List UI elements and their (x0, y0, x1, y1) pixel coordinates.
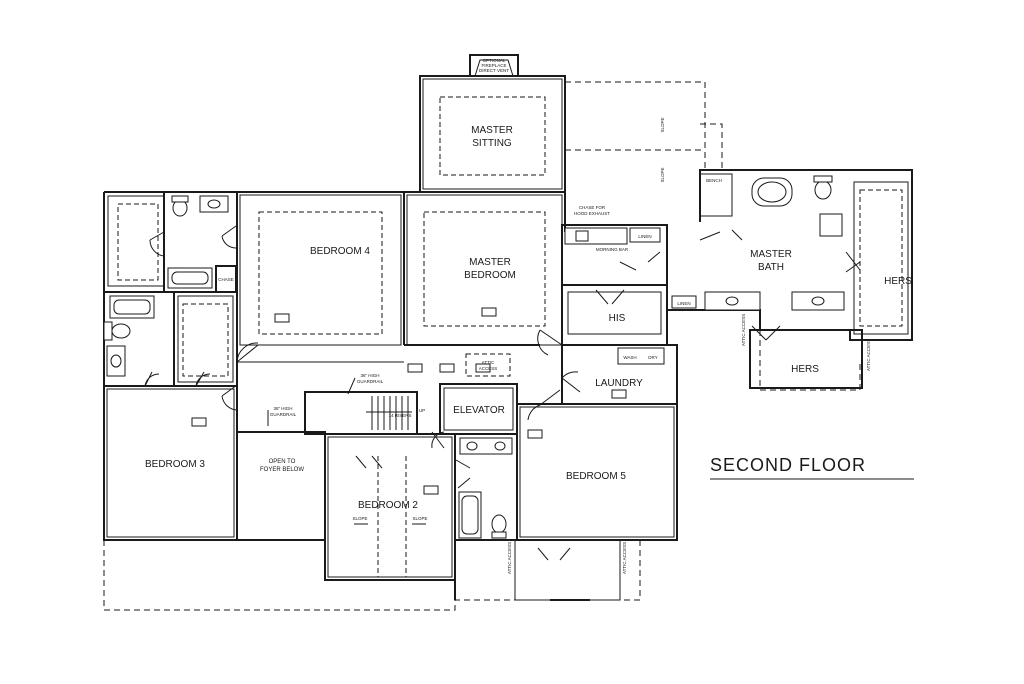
bedroom-2-label: BEDROOM 2 (358, 500, 418, 511)
bedroom-5-label: BEDROOM 5 (566, 471, 626, 482)
stair: 14 RISERS UP (366, 396, 425, 430)
open-to-foyer-label-2: FOYER BELOW (260, 467, 304, 473)
morning-bar-label: MORNING BAR (596, 247, 629, 252)
master-bath: BENCH MASTER BATH LINEN HERS (666, 169, 913, 341)
attic-access-side-4: ATTIC ACCESS (866, 339, 871, 371)
dry-label: DRY (648, 355, 657, 360)
master-bath-label-2: BATH (758, 262, 784, 273)
roof-slope-1: SLOPE (660, 117, 665, 132)
master-bedroom-label-1: MASTER (469, 257, 511, 268)
fireplace-note-1: OPTIONAL (483, 58, 506, 63)
stair-hall: 14 RISERS UP 36" HIGH GUARDRAIL 36" HIGH… (221, 329, 563, 435)
bedroom-2-slope-right: SLOPE (412, 516, 427, 521)
roof-slope-notes: SLOPE SLOPE (660, 117, 665, 182)
open-to-foyer-label-1: OPEN TO (269, 459, 296, 465)
roof-slope-2: SLOPE (660, 167, 665, 182)
open-to-foyer: OPEN TO FOYER BELOW (236, 431, 326, 541)
chase-hood-2: HOOD EXHAUST (574, 211, 610, 216)
bedroom-2: BEDROOM 2 SLOPE SLOPE (324, 433, 456, 581)
chase-note: CHASE (218, 277, 234, 282)
wash-label: WASH (623, 355, 636, 360)
plan-title-block: SECOND FLOOR (710, 455, 914, 480)
elevator-label: ELEVATOR (453, 405, 505, 416)
linen-top-label: LINEN (638, 234, 651, 239)
plan-title: SECOND FLOOR (710, 455, 866, 475)
master-sitting-label-1: MASTER (471, 125, 513, 136)
laundry: WASH DRY LAUNDRY (561, 344, 678, 405)
stair-risers: 14 RISERS (388, 413, 411, 418)
bedroom-5: BEDROOM 5 ATTIC ACCESS ATTIC ACCESS (507, 389, 678, 601)
window-marks (103, 169, 913, 498)
bedroom-4-label: BEDROOM 4 (310, 246, 370, 257)
bedroom-3: BEDROOM 3 (103, 385, 238, 541)
guardrail-lower-1: 36" HIGH (273, 406, 292, 411)
bath-top-left: CHASE (107, 191, 238, 293)
morning-bar-area: CHASE FOR HOOD EXHAUST MORNING BAR LINEN (561, 205, 668, 286)
fireplace-note-3: DIRECT VENT (479, 68, 509, 73)
fireplace-note-2: FIREPLACE (481, 63, 506, 68)
hers-right-label: HERS (884, 276, 912, 287)
master-sitting-label-2: SITTING (472, 138, 512, 149)
bench-label: BENCH (706, 178, 722, 183)
his-closet: HIS (561, 284, 668, 346)
laundry-label: LAUNDRY (595, 378, 643, 389)
attic-access-side-3: ATTIC ACCESS (741, 314, 746, 346)
linen-bath-label: LINEN (677, 301, 690, 306)
chase-hood-1: CHASE FOR (579, 205, 606, 210)
hers-bottom-label: HERS (791, 364, 819, 375)
bedroom-2-slope-left: SLOPE (352, 516, 367, 521)
attic-access-side-1: ATTIC ACCESS (507, 542, 512, 574)
master-bedroom-label-2: BEDROOM (464, 270, 516, 281)
attic-access-1: ATTIC (482, 360, 495, 365)
guardrail-upper-1: 36" HIGH (360, 373, 379, 378)
bath-center (454, 433, 518, 541)
attic-access-2: ACCESS (479, 366, 498, 371)
bath-left-lower (103, 291, 238, 387)
guardrail-upper-2: GUARDRAIL (357, 379, 384, 384)
master-bath-label-1: MASTER (750, 249, 792, 260)
guardrail-lower-2: GUARDRAIL (270, 412, 297, 417)
master-sitting-room: MASTER SITTING (419, 75, 566, 193)
stair-up: UP (419, 408, 425, 413)
master-bedroom: MASTER BEDROOM (404, 194, 563, 346)
lower-level-outline (103, 81, 861, 611)
bedroom-3-label: BEDROOM 3 (145, 459, 205, 470)
his-label: HIS (609, 313, 626, 324)
attic-access-side-2: ATTIC ACCESS (622, 542, 627, 574)
bedroom-4: BEDROOM 4 (239, 194, 402, 346)
fireplace: OPTIONAL FIREPLACE DIRECT VENT (469, 54, 519, 77)
